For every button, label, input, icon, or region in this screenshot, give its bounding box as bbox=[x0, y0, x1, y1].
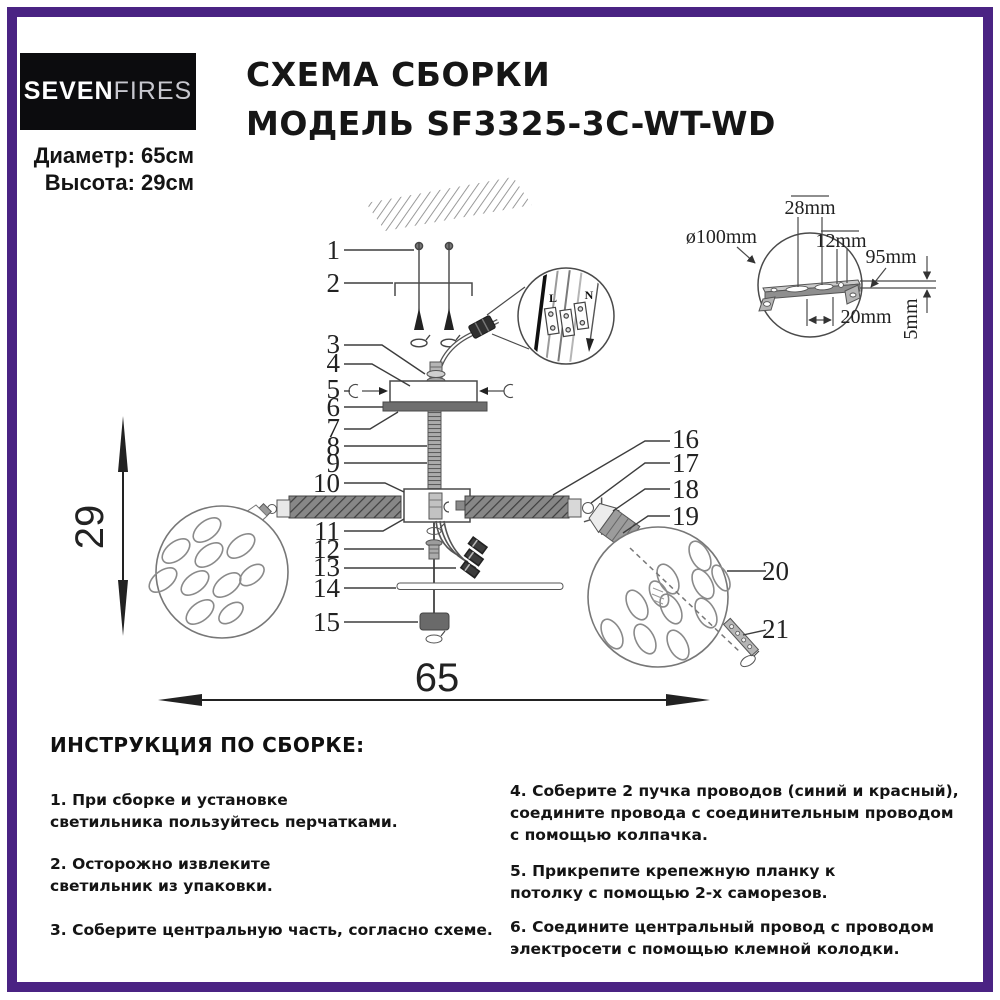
detail-label-5mm: 5mm bbox=[900, 298, 922, 340]
detail-label-95mm: 95mm bbox=[865, 246, 917, 268]
leader-lines bbox=[344, 249, 767, 636]
mounting-screws bbox=[410, 241, 461, 348]
detail-label-20mm: 20mm bbox=[840, 306, 892, 328]
detail-label-12mm: 12mm bbox=[815, 230, 867, 252]
callout-numbers: 1 2 3 4 5 6 7 8 9 10 11 12 13 14 15 16 1… bbox=[313, 235, 789, 644]
mounting-bracket bbox=[394, 282, 473, 296]
instruction-step-4: 4. Соберите 2 пучка проводов (синий и кр… bbox=[510, 782, 959, 844]
spec-height: Высота: 29см bbox=[44, 170, 194, 195]
callout-4: 4 bbox=[327, 348, 341, 378]
instruction-step-3: 3. Соберите центральную часть, согласно … bbox=[50, 921, 493, 939]
callout-15: 15 bbox=[313, 607, 340, 637]
title-line-1: СХЕМА СБОРКИ bbox=[246, 55, 551, 94]
callout-14: 14 bbox=[313, 573, 341, 603]
callout-7: 7 bbox=[327, 413, 341, 443]
callout-8: 8 bbox=[327, 431, 341, 461]
callout-19: 19 bbox=[672, 501, 699, 531]
page-title: СХЕМА СБОРКИ МОДЕЛЬ SF3325-3C-WT-WD bbox=[246, 50, 776, 148]
threaded-rod bbox=[427, 410, 442, 496]
bracket-detail-view: 28mm 12mm 95mm ø100mm 20mm 5mm bbox=[686, 195, 936, 340]
callout-12: 12 bbox=[313, 534, 340, 564]
callout-20: 20 bbox=[762, 556, 789, 586]
callout-11: 11 bbox=[314, 516, 340, 546]
brand-logo-bold: SEVEN bbox=[23, 77, 114, 105]
callout-18: 18 bbox=[672, 474, 699, 504]
detail-label-100mm: ø100mm bbox=[686, 226, 758, 248]
instruction-step-1: 1. При сборке и установке светильника по… bbox=[50, 791, 398, 831]
callout-6: 6 bbox=[327, 392, 341, 422]
callout-10: 10 bbox=[313, 468, 340, 498]
brand-logo-light: FIRES bbox=[113, 77, 193, 105]
detail-label-28mm: 28mm bbox=[784, 197, 836, 219]
instructions-heading: ИНСТРУКЦИЯ ПО СБОРКЕ: bbox=[50, 733, 365, 757]
right-arm bbox=[464, 495, 570, 519]
width-dimension-label: 65 bbox=[415, 656, 460, 700]
callout-1: 1 bbox=[327, 235, 341, 265]
instruction-step-2: 2. Осторожно извлеките светильник из упа… bbox=[50, 855, 273, 895]
callout-3: 3 bbox=[327, 329, 341, 359]
power-wire bbox=[434, 286, 530, 382]
callout-9: 9 bbox=[327, 448, 341, 478]
shade-screws bbox=[722, 617, 760, 668]
instruction-step-5: 5. Прикрепите крепежную планку к потолку… bbox=[510, 862, 836, 902]
alignment-dashed-line bbox=[629, 547, 741, 653]
height-dimension-label: 29 bbox=[68, 505, 112, 550]
wire-label-neutral: N bbox=[585, 288, 594, 302]
height-dimension: 29 bbox=[68, 416, 128, 636]
callout-17: 17 bbox=[672, 448, 699, 478]
right-shade bbox=[587, 526, 731, 668]
left-arm bbox=[288, 495, 402, 519]
wire-label-line: L bbox=[549, 291, 557, 305]
spec-diameter: Диаметр: 65см bbox=[33, 143, 194, 168]
callout-21: 21 bbox=[762, 614, 789, 644]
wiring-detail-circle: L N bbox=[517, 267, 615, 365]
ceiling-hatch bbox=[366, 177, 532, 231]
product-specs: Диаметр: 65см Высота: 29см bbox=[10, 142, 194, 196]
callout-5: 5 bbox=[327, 374, 341, 404]
callout-16: 16 bbox=[672, 424, 699, 454]
title-line-2: МОДЕЛЬ SF3325-3C-WT-WD bbox=[246, 104, 776, 143]
hub-wires bbox=[435, 520, 489, 579]
width-dimension: 65 bbox=[158, 656, 710, 706]
left-shade bbox=[148, 499, 291, 639]
center-stem bbox=[396, 522, 564, 644]
instruction-step-6: 6. Соедините центральный провод с провод… bbox=[510, 918, 934, 958]
canopy bbox=[348, 361, 514, 412]
central-hub bbox=[403, 488, 473, 523]
callout-2: 2 bbox=[327, 268, 341, 298]
callout-13: 13 bbox=[313, 552, 340, 582]
